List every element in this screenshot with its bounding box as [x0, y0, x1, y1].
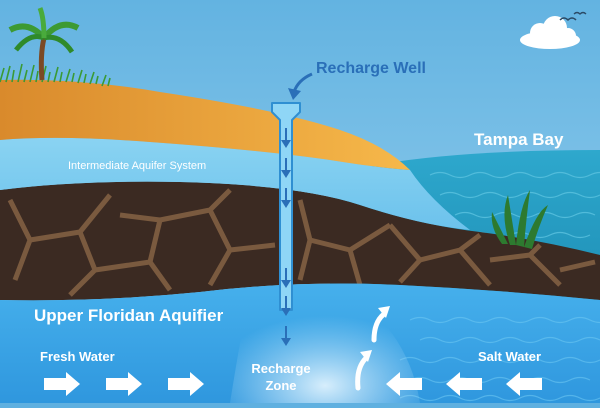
fresh-water-arrows	[44, 372, 204, 396]
aquifer-waves	[399, 316, 600, 402]
recharge-well-label: Recharge Well	[316, 60, 426, 77]
recharge-zone-label-line2: Zone	[265, 378, 297, 393]
grass	[0, 63, 111, 87]
recharge-zone-label: Recharge Zone	[244, 360, 318, 394]
seagrass-icon	[491, 190, 548, 249]
cloud-icon	[520, 16, 580, 49]
recharge-zone-label-line1: Recharge	[251, 361, 311, 376]
bird-icon	[559, 17, 577, 22]
confining-rock-layer	[0, 181, 600, 301]
upper-floridan-aquifer-label: Upper Floridan Aquifier	[34, 306, 224, 325]
sand-surface-layer	[0, 79, 410, 170]
salt-water-label: Salt Water	[478, 349, 542, 364]
fresh-water-label: Fresh Water	[40, 349, 115, 364]
recharge-well-pointer-arrow	[288, 72, 313, 100]
intermediate-aquifer-label: Intermediate Aquifer System	[68, 160, 207, 172]
rock-cracks	[7, 188, 596, 297]
upward-flow-arrows	[355, 311, 387, 391]
recharge-zone-glow	[230, 286, 420, 403]
upward-flow-arrowheads	[360, 306, 390, 362]
bird-icon	[573, 11, 587, 15]
salt-water-arrows	[386, 372, 542, 396]
palm-tree-icon	[8, 7, 80, 81]
tampa-bay-label: Tampa Bay	[474, 130, 564, 149]
well-flow-arrows	[281, 128, 291, 346]
intermediate-aquifer-layer	[0, 137, 470, 230]
